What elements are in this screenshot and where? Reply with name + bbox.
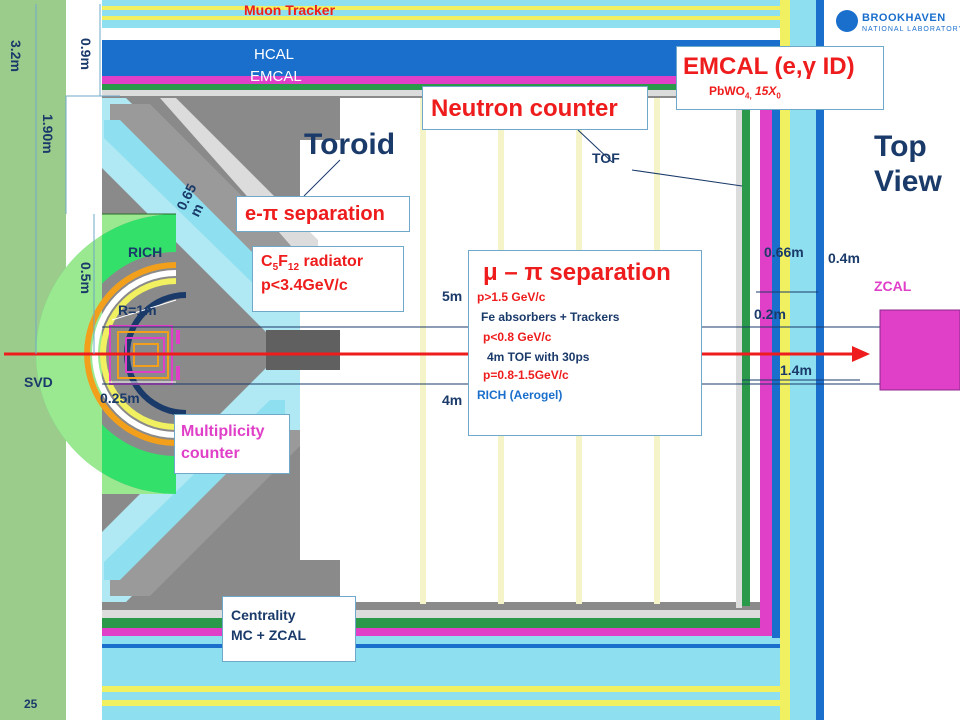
top-layer-white <box>102 28 780 40</box>
right-layer-blue <box>816 0 824 720</box>
upper-chevron-cyan <box>104 120 285 300</box>
mu-pi-callout: μ – π separation p>1.5 GeV/c Fe absorber… <box>468 250 702 436</box>
beam-pipe-block <box>266 330 340 370</box>
bottom-layer-blue-edge <box>102 644 780 648</box>
r1m-arrow <box>111 299 177 321</box>
top-layer-blue <box>102 40 780 76</box>
gamma-symbol: γ <box>802 53 816 80</box>
bottom-layer-yellow-2 <box>102 700 780 706</box>
top-layer-yellow-2 <box>102 16 780 20</box>
absorber-plate <box>420 98 426 604</box>
mu-pi-line1: p>1.5 GeV/c <box>477 290 546 304</box>
inner-marker <box>176 330 180 344</box>
emcal-callout-title: EMCAL (e,γ ID) <box>683 53 855 80</box>
dim-1-90m: 1.90m <box>40 114 56 154</box>
radiator-line1: C5F12 radiator <box>261 253 364 274</box>
inner-marker <box>176 366 180 380</box>
pointer-tof <box>631 169 743 187</box>
dim-0-4m: 0.4m <box>828 250 860 266</box>
bnl-logo-line1: BROOKHAVEN <box>862 12 946 24</box>
svd-label: SVD <box>24 374 53 390</box>
neutron-counter-label: Neutron counter <box>431 95 618 122</box>
bottom-layer-cyan <box>102 692 780 700</box>
emcal-wall-blue <box>772 98 780 638</box>
page-number: 25 <box>24 697 38 711</box>
mu-pi-line3: p<0.8 GeV/c <box>483 330 552 344</box>
toroid-label: Toroid <box>304 128 396 161</box>
bnl-logo-mark <box>836 10 858 32</box>
dim-3-2m: 3.2m <box>8 40 24 72</box>
mu-pi-line5: p=0.8-1.5GeV/c <box>483 368 569 382</box>
rich-label: RICH <box>128 244 163 260</box>
emcal-top-label: EMCAL <box>250 68 302 85</box>
emcal-callout: EMCAL (e,γ ID) PbWO4, 15X0 <box>676 46 884 110</box>
dim-0-2m: 0.2m <box>754 306 786 322</box>
pointer-toroid <box>303 159 341 197</box>
rich-detector-body <box>36 214 176 494</box>
centrality-callout: Centrality MC + ZCAL <box>222 596 356 662</box>
mu-pi-line6: RICH (Aerogel) <box>477 388 563 402</box>
radiator-callout: C5F12 radiator p<3.4GeV/c <box>252 246 404 312</box>
beam-arrowhead <box>852 346 870 362</box>
bottom-layer-yellow <box>102 686 780 692</box>
lower-chevron-inner-gray <box>140 446 340 602</box>
emcal-callout-subtitle: PbWO4, 15X0 <box>709 84 781 101</box>
top-view-label: Top View <box>874 130 942 198</box>
top-layer-yellow-1 <box>102 6 780 10</box>
dim-4m: 4m <box>442 392 463 408</box>
dim-1-4m: 1.4m <box>780 362 812 378</box>
dim-0-25m: 0.25m <box>100 390 140 406</box>
top-layer-cyan-3 <box>102 20 780 28</box>
zcal-label: ZCAL <box>874 278 912 294</box>
tof-label: TOF <box>592 150 620 166</box>
multiplicity-callout: Multiplicity counter <box>174 414 290 474</box>
pointer-neutron <box>577 129 613 163</box>
emcal-wall-magenta <box>760 98 772 628</box>
right-layer-cyan <box>790 0 816 720</box>
bottom-layer-green <box>102 618 780 628</box>
mu-pi-line2: Fe absorbers + Trackers <box>481 310 620 324</box>
dim-5m: 5m <box>442 288 463 304</box>
top-layer-cyan-1 <box>102 0 780 6</box>
bottom-layer-blue <box>102 636 780 686</box>
tof-wall-green <box>742 98 750 606</box>
zcal-block <box>879 309 960 391</box>
neutron-counter-callout: Neutron counter <box>422 86 648 130</box>
mu-pi-title: μ – π separation <box>483 259 671 286</box>
right-layer-yellow <box>780 0 790 720</box>
bnl-logo: BROOKHAVEN NATIONAL LABORATORY <box>836 6 960 42</box>
dim-0-9m: 0.9m <box>78 38 94 70</box>
e-pi-label: e-π separation <box>245 203 385 225</box>
top-layer-magenta <box>102 76 780 84</box>
dim-0-66m: 0.66m <box>764 244 804 260</box>
top-layer-cyan-2 <box>102 10 780 16</box>
e-pi-callout: e-π separation <box>236 196 410 232</box>
dim-0-5m: 0.5m <box>78 262 94 294</box>
multiplicity-label: Multiplicity counter <box>181 423 265 462</box>
bnl-logo-line2: NATIONAL LABORATORY <box>862 26 960 33</box>
centrality-label: Centrality MC + ZCAL <box>231 607 307 644</box>
r1m-label: R=1m <box>118 302 157 318</box>
bottom-layer-gray <box>102 610 780 618</box>
radiator-line2: p<3.4GeV/c <box>261 277 348 294</box>
muon-tracker-label: Muon Tracker <box>244 2 336 18</box>
bottom-layer-magenta <box>102 628 780 636</box>
pi-symbol: π <box>262 203 279 225</box>
mu-pi-line4: 4m TOF with 30ps <box>487 350 590 364</box>
hcal-label: HCAL <box>254 46 295 63</box>
bottom-layer-cyan-2 <box>102 706 780 720</box>
